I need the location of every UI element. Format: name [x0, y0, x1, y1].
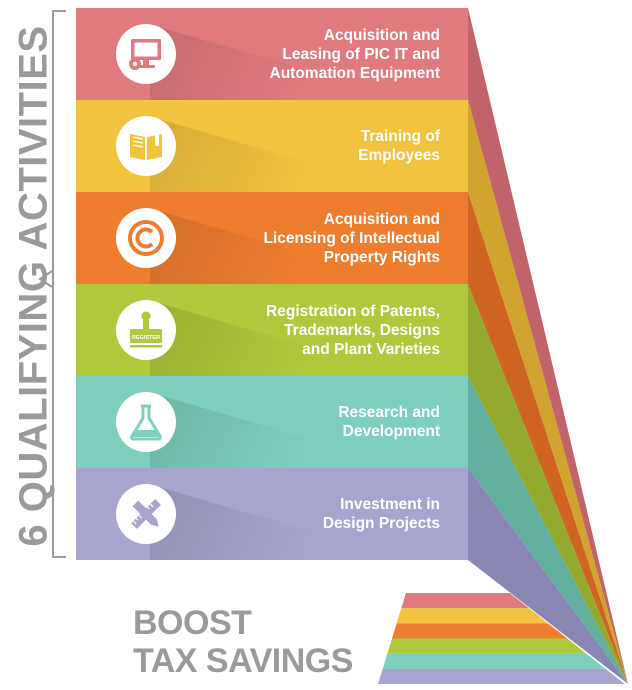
ribbon-stripe-1 [401, 593, 529, 609]
label-line: Registration of Patents, [266, 302, 440, 320]
bracket-arrow [38, 270, 53, 288]
label-line: Research and [338, 404, 440, 421]
label-line: Property Rights [323, 248, 440, 266]
activity-label: Registration of Patents, Trademarks, Des… [266, 284, 440, 376]
label-line: Trademarks, Designs [284, 321, 440, 339]
label-line: Licensing of Intellectual [263, 229, 440, 247]
boost-title: BOOST TAX SAVINGS [133, 604, 353, 680]
activity-band-ip: Acquisition and Licensing of Intellectua… [76, 192, 468, 284]
ribbon-stripe-4 [387, 638, 587, 654]
bracket-line [52, 10, 66, 558]
activity-band-design: Investment in Design Projects [76, 468, 468, 560]
icon-circle [116, 116, 176, 176]
stamp-text: REGISTER [132, 335, 160, 341]
pencil-ruler-icon [131, 499, 161, 529]
activity-band-registration: REGISTER Registration of Patents, Tradem… [76, 284, 468, 376]
side-wall-1 [468, 8, 628, 684]
ribbon-stripe-2 [396, 608, 549, 624]
activity-label: Training of Employees [358, 100, 440, 192]
boost-line-2: TAX SAVINGS [133, 642, 353, 680]
label-line: Leasing of PIC IT and [282, 45, 440, 63]
computer-gear-icon [129, 39, 161, 70]
label-line: and Plant Varieties [302, 340, 440, 358]
label-line: Acquisition and [323, 26, 440, 44]
icon-circle: REGISTER [116, 300, 176, 360]
label-line: Training of [360, 128, 440, 145]
activity-label: Research and Development [338, 376, 440, 468]
ribbon-stripe-6 [378, 668, 625, 684]
icon-circle [116, 484, 176, 544]
ribbon-stripe-5 [382, 653, 606, 669]
label-line: Design Projects [322, 515, 440, 532]
activity-band-research: Research and Development [76, 376, 468, 468]
label-line: Employees [358, 147, 440, 164]
open-book-icon [130, 132, 162, 160]
icon-circle [116, 24, 176, 84]
flask-icon [130, 404, 162, 441]
icon-circle [116, 392, 176, 452]
activity-label: Acquisition and Leasing of PIC IT and Au… [270, 8, 441, 100]
label-line: Development [342, 423, 440, 440]
register-stamp-icon: REGISTER [130, 311, 162, 348]
icon-circle [116, 208, 176, 268]
activity-label: Acquisition and Licensing of Intellectua… [263, 192, 440, 284]
label-line: Automation Equipment [269, 64, 441, 82]
activity-label: Investment in Design Projects [323, 468, 440, 560]
activity-band-equipment: Acquisition and Leasing of PIC IT and Au… [76, 8, 468, 100]
copyright-icon [128, 220, 164, 256]
label-line: Investment in [340, 496, 440, 513]
ribbon-stripe-3 [392, 623, 568, 639]
label-line: Acquisition and [323, 210, 440, 228]
boost-line-1: BOOST [133, 604, 252, 642]
activity-band-training: Training of Employees [76, 100, 468, 192]
